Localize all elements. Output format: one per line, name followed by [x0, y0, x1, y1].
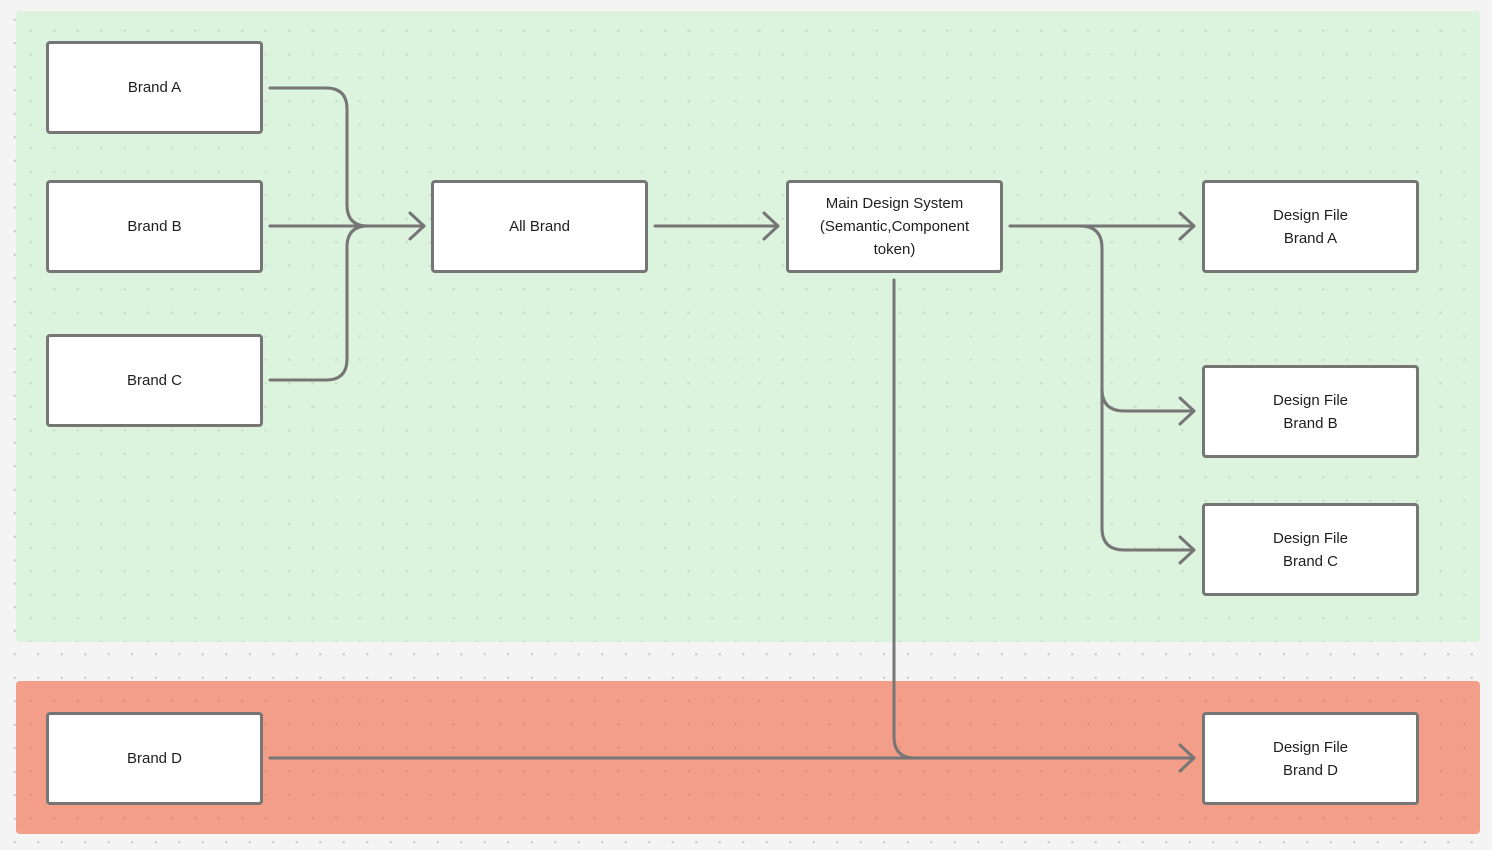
- node-label: Design File Brand B: [1272, 391, 1349, 432]
- node-brand-a[interactable]: Brand A: [46, 41, 263, 134]
- node-all-brand[interactable]: All Brand: [431, 180, 648, 273]
- node-brand-c[interactable]: Brand C: [46, 334, 263, 427]
- node-label: Brand A: [127, 79, 182, 96]
- arrowhead-design-file-brand-d: [1178, 743, 1196, 773]
- edge-brand-c-to-all-brand[interactable]: [268, 224, 426, 382]
- arrowhead-main-design-system: [762, 211, 780, 241]
- node-label: Brand B: [127, 218, 182, 235]
- node-label: All Brand: [509, 218, 570, 235]
- arrowhead-design-file-brand-a: [1178, 211, 1196, 241]
- edge-main-ds-to-design-file-brand-c[interactable]: [1100, 387, 1196, 552]
- arrowhead-design-file-brand-b: [1178, 396, 1196, 426]
- edge-main-ds-to-design-file-brand-b[interactable]: [1078, 224, 1196, 413]
- node-design-file-brand-d[interactable]: Design File Brand D: [1202, 712, 1419, 805]
- node-design-file-brand-a[interactable]: Design File Brand A: [1202, 180, 1419, 273]
- node-label: Brand D: [126, 750, 183, 767]
- node-brand-b[interactable]: Brand B: [46, 180, 263, 273]
- node-label: Design File Brand C: [1272, 529, 1349, 570]
- node-design-file-brand-b[interactable]: Design File Brand B: [1202, 365, 1419, 458]
- arrowhead-design-file-brand-c: [1178, 535, 1196, 565]
- edge-brand-a-to-all-brand[interactable]: [268, 86, 426, 228]
- node-label: Brand C: [126, 372, 183, 389]
- arrowhead-all-brand: [408, 211, 426, 241]
- node-label: Design File Brand D: [1272, 738, 1349, 779]
- edge-main-ds-to-design-file-brand-d[interactable]: [892, 278, 917, 760]
- node-design-file-brand-c[interactable]: Design File Brand C: [1202, 503, 1419, 596]
- node-label: Main Design System (Semantic,Component t…: [819, 195, 970, 258]
- node-main-design-system[interactable]: Main Design System (Semantic,Component t…: [786, 180, 1003, 273]
- node-brand-d[interactable]: Brand D: [46, 712, 263, 805]
- node-label: Design File Brand A: [1272, 206, 1349, 247]
